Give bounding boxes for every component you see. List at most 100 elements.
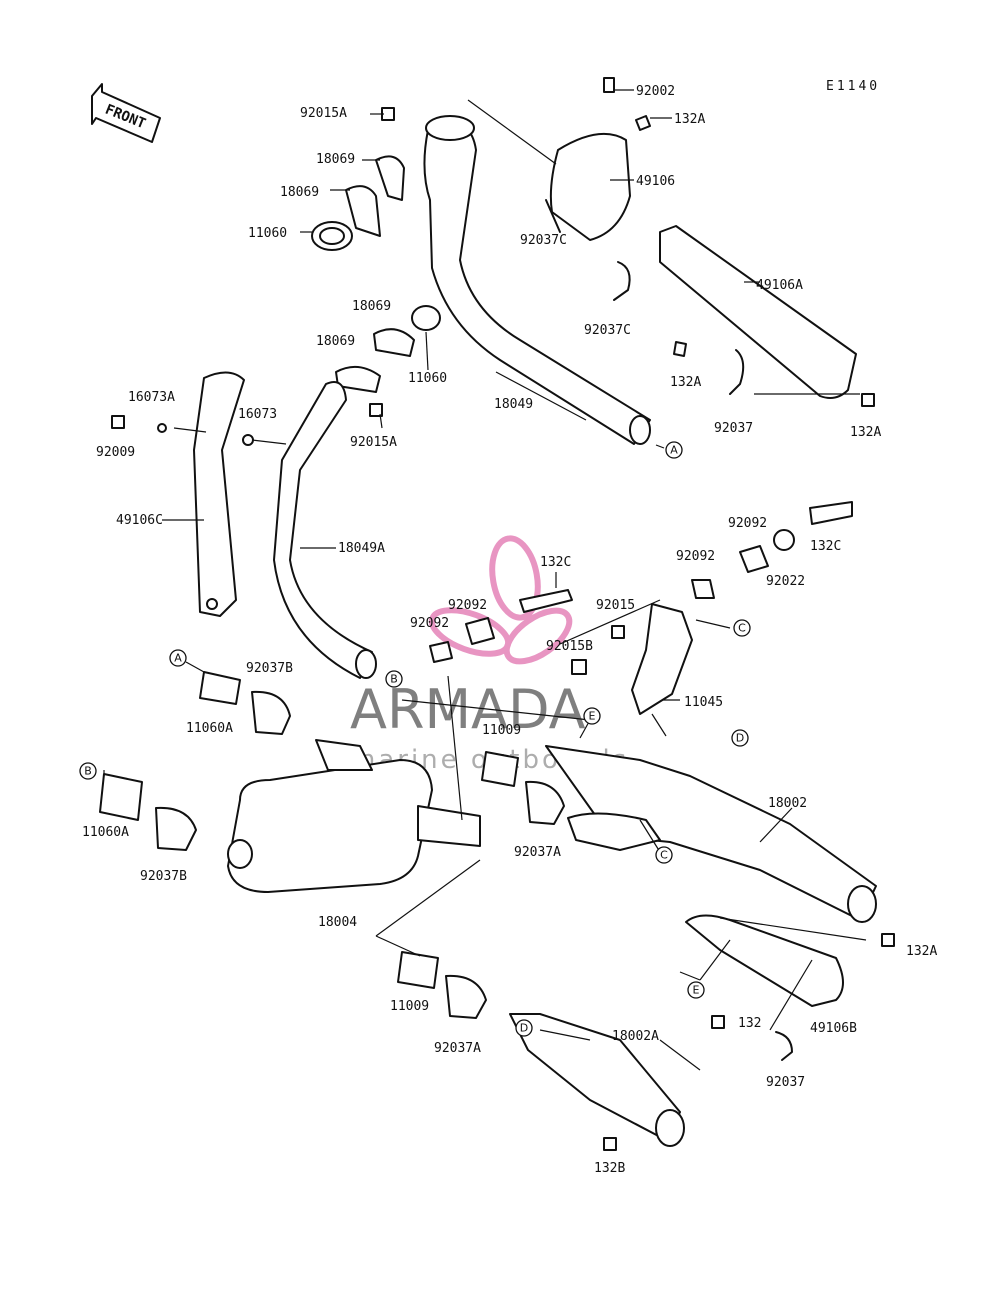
label-92015a: 92015A — [350, 435, 397, 450]
label-18069: 18069 — [280, 185, 319, 200]
bolt-132-icon — [711, 1015, 725, 1029]
label-92037a: 92037A — [434, 1041, 481, 1056]
label-132: 132 — [738, 1016, 761, 1031]
label-132a: 132A — [906, 944, 937, 959]
label-11045: 11045 — [684, 695, 723, 710]
bolt-132a-icon — [861, 393, 875, 407]
label-92092: 92092 — [410, 616, 449, 631]
clamp-92037a-lower — [445, 974, 487, 1019]
heat-guard-49106a — [659, 225, 857, 399]
label-18049a: 18049A — [338, 541, 385, 556]
pipe-elbow — [567, 812, 661, 851]
label-92022: 92022 — [766, 574, 805, 589]
label-18049: 18049 — [494, 397, 533, 412]
label-92037b: 92037B — [246, 661, 293, 676]
heat-guard-49106b — [685, 914, 844, 1007]
label-92002: 92002 — [636, 84, 675, 99]
muffler-18004-outlet-top — [315, 739, 373, 771]
label-92037c: 92037C — [584, 323, 631, 338]
svg-text:A: A — [174, 652, 182, 665]
label-132c: 132C — [540, 555, 571, 570]
washer-92022-icon — [773, 529, 795, 551]
bolt-92009-icon — [111, 415, 125, 429]
bolt-132b-icon — [603, 1137, 617, 1151]
label-92092: 92092 — [728, 516, 767, 531]
label-92037a: 92037A — [514, 845, 561, 860]
ref-circle-a-top: A — [665, 441, 683, 459]
bolt-132a-icon — [635, 115, 651, 131]
bolt-132a-icon — [673, 341, 687, 357]
label-16073a: 16073A — [128, 390, 175, 405]
label-92015b: 92015B — [546, 639, 593, 654]
clamp-92037c-upper — [545, 199, 561, 233]
clamp-92037a — [525, 780, 565, 825]
washer-16073a-icon — [157, 423, 167, 433]
exhaust-pipe-18049a — [273, 381, 373, 679]
label-132a: 132A — [670, 375, 701, 390]
nut-92015b-icon — [571, 659, 587, 675]
ref-circle-d-right: D — [731, 729, 749, 747]
label-92092: 92092 — [448, 598, 487, 613]
label-132a: 132A — [850, 425, 881, 440]
svg-text:C: C — [738, 622, 746, 635]
ref-circle-e-mid: E — [583, 707, 601, 725]
label-49106c: 49106C — [116, 513, 163, 528]
coupling-11060a — [199, 671, 241, 705]
svg-text:E: E — [693, 984, 700, 997]
flange-18069-mid-lower — [335, 365, 381, 393]
nut-92015a-icon — [369, 403, 383, 417]
label-11060a: 11060A — [186, 721, 233, 736]
ref-circle-b-left: B — [79, 762, 97, 780]
silencer-18002-tip — [847, 885, 877, 923]
label-18069: 18069 — [316, 152, 355, 167]
watermark-logo — [428, 535, 573, 665]
grommet-92092-icon — [691, 579, 715, 599]
ref-circle-b-right: B — [385, 670, 403, 688]
heat-guard-49106 — [549, 133, 631, 241]
svg-text:B: B — [84, 765, 92, 778]
label-49106b: 49106B — [810, 1021, 857, 1036]
clamp-92037b — [251, 690, 291, 735]
label-92037b: 92037B — [140, 869, 187, 884]
svg-text:D: D — [520, 1022, 528, 1035]
washer-16073-icon — [242, 434, 254, 446]
front-arrow-icon: FRONT — [91, 83, 161, 143]
svg-text:B: B — [390, 673, 398, 686]
clamp-92037c — [613, 261, 631, 301]
guard-49106c-hole — [206, 598, 218, 610]
label-11009: 11009 — [482, 723, 521, 738]
flange-18069-mid — [373, 328, 415, 357]
label-18002: 18002 — [768, 796, 807, 811]
coupling-11009 — [481, 751, 519, 787]
svg-text:D: D — [736, 732, 744, 745]
muffler-18004-inlet — [227, 839, 253, 869]
ref-circle-e-bottom: E — [687, 981, 705, 999]
label-92037: 92037 — [766, 1075, 805, 1090]
label-92009: 92009 — [96, 445, 135, 460]
bracket-11045 — [631, 603, 693, 715]
heat-guard-49106c — [193, 371, 245, 617]
bolt-132c — [519, 589, 573, 613]
muffler-18004 — [227, 759, 433, 893]
grommet-92092-icon — [465, 617, 495, 645]
ref-circle-d-bottom: D — [515, 1019, 533, 1037]
pipe-18049a-outlet — [355, 649, 377, 679]
svg-text:A: A — [670, 444, 678, 457]
nut-92015a-icon — [381, 107, 395, 121]
svg-text:C: C — [660, 849, 668, 862]
leader-lines — [103, 89, 867, 1071]
ref-circle-c-mid: C — [655, 846, 673, 864]
label-92015: 92015 — [596, 598, 635, 613]
muffler-18004-outlet-side — [417, 805, 481, 847]
nut-92015-icon — [611, 625, 625, 639]
ref-circle-a-left: A — [169, 649, 187, 667]
label-92092: 92092 — [676, 549, 715, 564]
bolt-92002-icon — [603, 77, 615, 93]
label-11060a: 11060A — [82, 825, 129, 840]
part-labels: 92002 132A 49106 92037C 92015A 18069 180… — [82, 84, 937, 1176]
pipe-18049-outlet — [629, 415, 651, 445]
grommet-92092-icon — [429, 641, 453, 663]
clamp-92037b-lower — [155, 806, 197, 851]
